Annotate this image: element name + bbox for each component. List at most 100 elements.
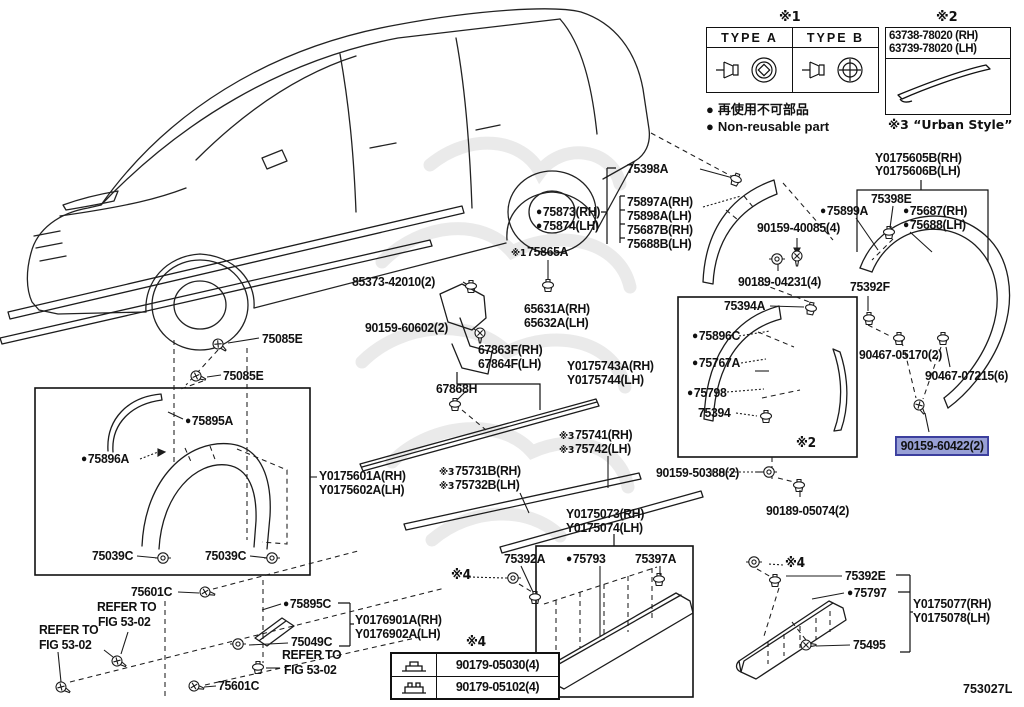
part-label-75793: ●75793 bbox=[566, 551, 606, 566]
speed-nut-icon bbox=[392, 654, 437, 676]
part-label-75873-rh: ●75873(RH) bbox=[536, 204, 601, 219]
part-label-75039c: 75039C bbox=[92, 548, 134, 563]
type-b-clip-icon bbox=[793, 48, 878, 92]
part-label-refer-to: REFER TO bbox=[282, 647, 342, 662]
part-label-90467-05170-2: 90467-05170(2) bbox=[859, 347, 943, 362]
part-label-67868h: 67868H bbox=[436, 381, 478, 396]
part-label-4: ※4 bbox=[466, 635, 486, 650]
part-label-y0175078-lh: Y0175078(LH) bbox=[913, 610, 990, 625]
part-label-75601c: 75601C bbox=[131, 584, 173, 599]
ref-mark-2: ※2 bbox=[936, 10, 958, 25]
part-label-75797: ●75797 bbox=[847, 585, 887, 600]
part-label-2: ※2 bbox=[796, 436, 816, 451]
part-label-75897a-rh: 75897A(RH) bbox=[627, 194, 693, 209]
part-label-75397a: 75397A bbox=[635, 551, 677, 566]
part-label-85373-42010-2: 85373-42010(2) bbox=[352, 274, 436, 289]
part-label-y0175601a-rh: Y0175601A(RH) bbox=[319, 468, 406, 483]
part-label-67864f-lh: 67864F(LH) bbox=[478, 356, 542, 371]
non-reusable-bullet: ● bbox=[81, 453, 87, 465]
type-a-header: TYPE A bbox=[707, 28, 793, 47]
part-label-90467-07215-6: 90467-07215(6) bbox=[925, 368, 1009, 383]
non-reusable-bullet: ● bbox=[847, 587, 853, 599]
moulding-strip-icon bbox=[897, 64, 991, 103]
part-label-75049c: 75049C bbox=[291, 634, 333, 649]
part-label-75896c: ●75896C bbox=[692, 328, 741, 343]
part-label-75085e: 75085E bbox=[262, 331, 303, 346]
non-reusable-bullet: ● bbox=[536, 220, 542, 232]
urban-style-note: ※3 “Urban Style” bbox=[888, 117, 1013, 132]
part-label-y0175744-lh: Y0175744(LH) bbox=[567, 372, 644, 387]
table-row: 90179-05102(4) bbox=[392, 676, 558, 698]
legend-nonreusable-en: ●Non-reusable part bbox=[706, 119, 830, 134]
fastener-table: 90179-05030(4) 90179-05102(4) bbox=[390, 652, 560, 700]
part-label-75392e: 75392E bbox=[845, 568, 886, 583]
part-label-refer-to: REFER TO bbox=[97, 599, 157, 614]
non-reusable-bullet: ● bbox=[185, 415, 191, 427]
part-label-75495: 75495 bbox=[853, 637, 886, 652]
part-label-75392f: 75392F bbox=[850, 279, 890, 294]
part-label-75874-lh: ●75874(LH) bbox=[536, 218, 599, 233]
part-label-75865a: ※175865A bbox=[511, 244, 569, 259]
part-label-75398e: 75398E bbox=[871, 191, 912, 206]
part-label-refer-to: REFER TO bbox=[39, 622, 99, 637]
part-label-fig-53-02: FIG 53-02 bbox=[284, 662, 337, 677]
non-reusable-bullet: ● bbox=[692, 330, 698, 342]
part-label-90159-40085-4: 90159-40085(4) bbox=[757, 220, 841, 235]
part-label-65632a-lh: 65632A(LH) bbox=[524, 315, 589, 330]
urban-style-part-box: 63738-78020 (RH) 63739-78020 (LH) bbox=[885, 27, 1011, 115]
part-label-y0175606b-lh: Y0175606B(LH) bbox=[875, 163, 961, 178]
non-reusable-bullet: ● bbox=[706, 119, 714, 134]
part-label-75039c: 75039C bbox=[205, 548, 247, 563]
part-label: 63738-78020 (RH) bbox=[889, 30, 978, 42]
part-label-75767a: ●75767A bbox=[692, 355, 741, 370]
ref-mark: ※3 bbox=[439, 481, 455, 492]
clip-type-table: TYPE A TYPE B bbox=[706, 27, 879, 93]
part-label-y0175743a-rh: Y0175743A(RH) bbox=[567, 358, 654, 373]
watermark bbox=[355, 136, 637, 547]
ref-mark: ※3 bbox=[559, 431, 575, 442]
part-label-75895c: ●75895C bbox=[283, 596, 332, 611]
legend-nonreusable-jp: ●再使用不可部品 bbox=[706, 102, 809, 117]
part-label-90189-04231-4: 90189-04231(4) bbox=[738, 274, 822, 289]
dotted-leaders bbox=[139, 195, 784, 579]
non-reusable-bullet: ● bbox=[903, 219, 909, 231]
part-label-75394a: 75394A bbox=[724, 298, 766, 313]
part-label-y0176902a-lh: Y0176902A(LH) bbox=[355, 626, 441, 641]
part-label-y0175605b-rh: Y0175605B(RH) bbox=[875, 150, 962, 165]
part-label-fig-53-02: FIG 53-02 bbox=[98, 614, 151, 629]
diagram-code: 753027L bbox=[963, 682, 1013, 696]
type-b-header: TYPE B bbox=[806, 30, 865, 45]
part-label-75085e: 75085E bbox=[223, 368, 264, 383]
non-reusable-bullet: ● bbox=[903, 205, 909, 217]
highlighted-part-label-90159-60422-2[interactable]: 90159-60422(2) bbox=[895, 436, 990, 456]
table-row: 90179-05030(4) bbox=[392, 654, 558, 677]
part-label-75742-lh: ※375742(LH) bbox=[559, 441, 631, 456]
part-label-4: ※4 bbox=[451, 568, 471, 583]
part-label-75688b-lh: 75688B(LH) bbox=[627, 236, 692, 251]
part-label-y0175077-rh: Y0175077(RH) bbox=[913, 596, 992, 611]
dashed-lines bbox=[69, 132, 942, 700]
part-label-75732b-lh: ※375732B(LH) bbox=[439, 477, 520, 492]
fastener-part-number: 90179-05102(4) bbox=[455, 680, 540, 695]
part-label-75688-lh: ●75688(LH) bbox=[903, 217, 966, 232]
part-label-75731b-rh: ※375731B(RH) bbox=[439, 463, 521, 478]
part-label-75895a: ●75895A bbox=[185, 413, 234, 428]
part-label-75392a: 75392A bbox=[504, 551, 546, 566]
part-label-y0175074-lh: Y0175074(LH) bbox=[566, 520, 643, 535]
speed-nut-icon bbox=[392, 676, 437, 698]
non-reusable-bullet: ● bbox=[283, 598, 289, 610]
part-label-y0175073-rh: Y0175073(RH) bbox=[566, 506, 645, 521]
part-label-90159-50388-2: 90159-50388(2) bbox=[656, 465, 740, 480]
brackets bbox=[338, 167, 989, 653]
ref-mark: ※3 bbox=[439, 467, 455, 478]
fastener-part-number: 90179-05030(4) bbox=[455, 657, 540, 672]
part-label-fig-53-02: FIG 53-02 bbox=[39, 637, 92, 652]
part-label-75898a-lh: 75898A(LH) bbox=[627, 208, 692, 223]
non-reusable-bullet: ● bbox=[820, 205, 826, 217]
ref-mark: ※3 bbox=[559, 445, 575, 456]
non-reusable-bullet: ● bbox=[706, 102, 714, 117]
non-reusable-bullet: ● bbox=[692, 357, 698, 369]
ref-mark: ※1 bbox=[511, 248, 527, 259]
